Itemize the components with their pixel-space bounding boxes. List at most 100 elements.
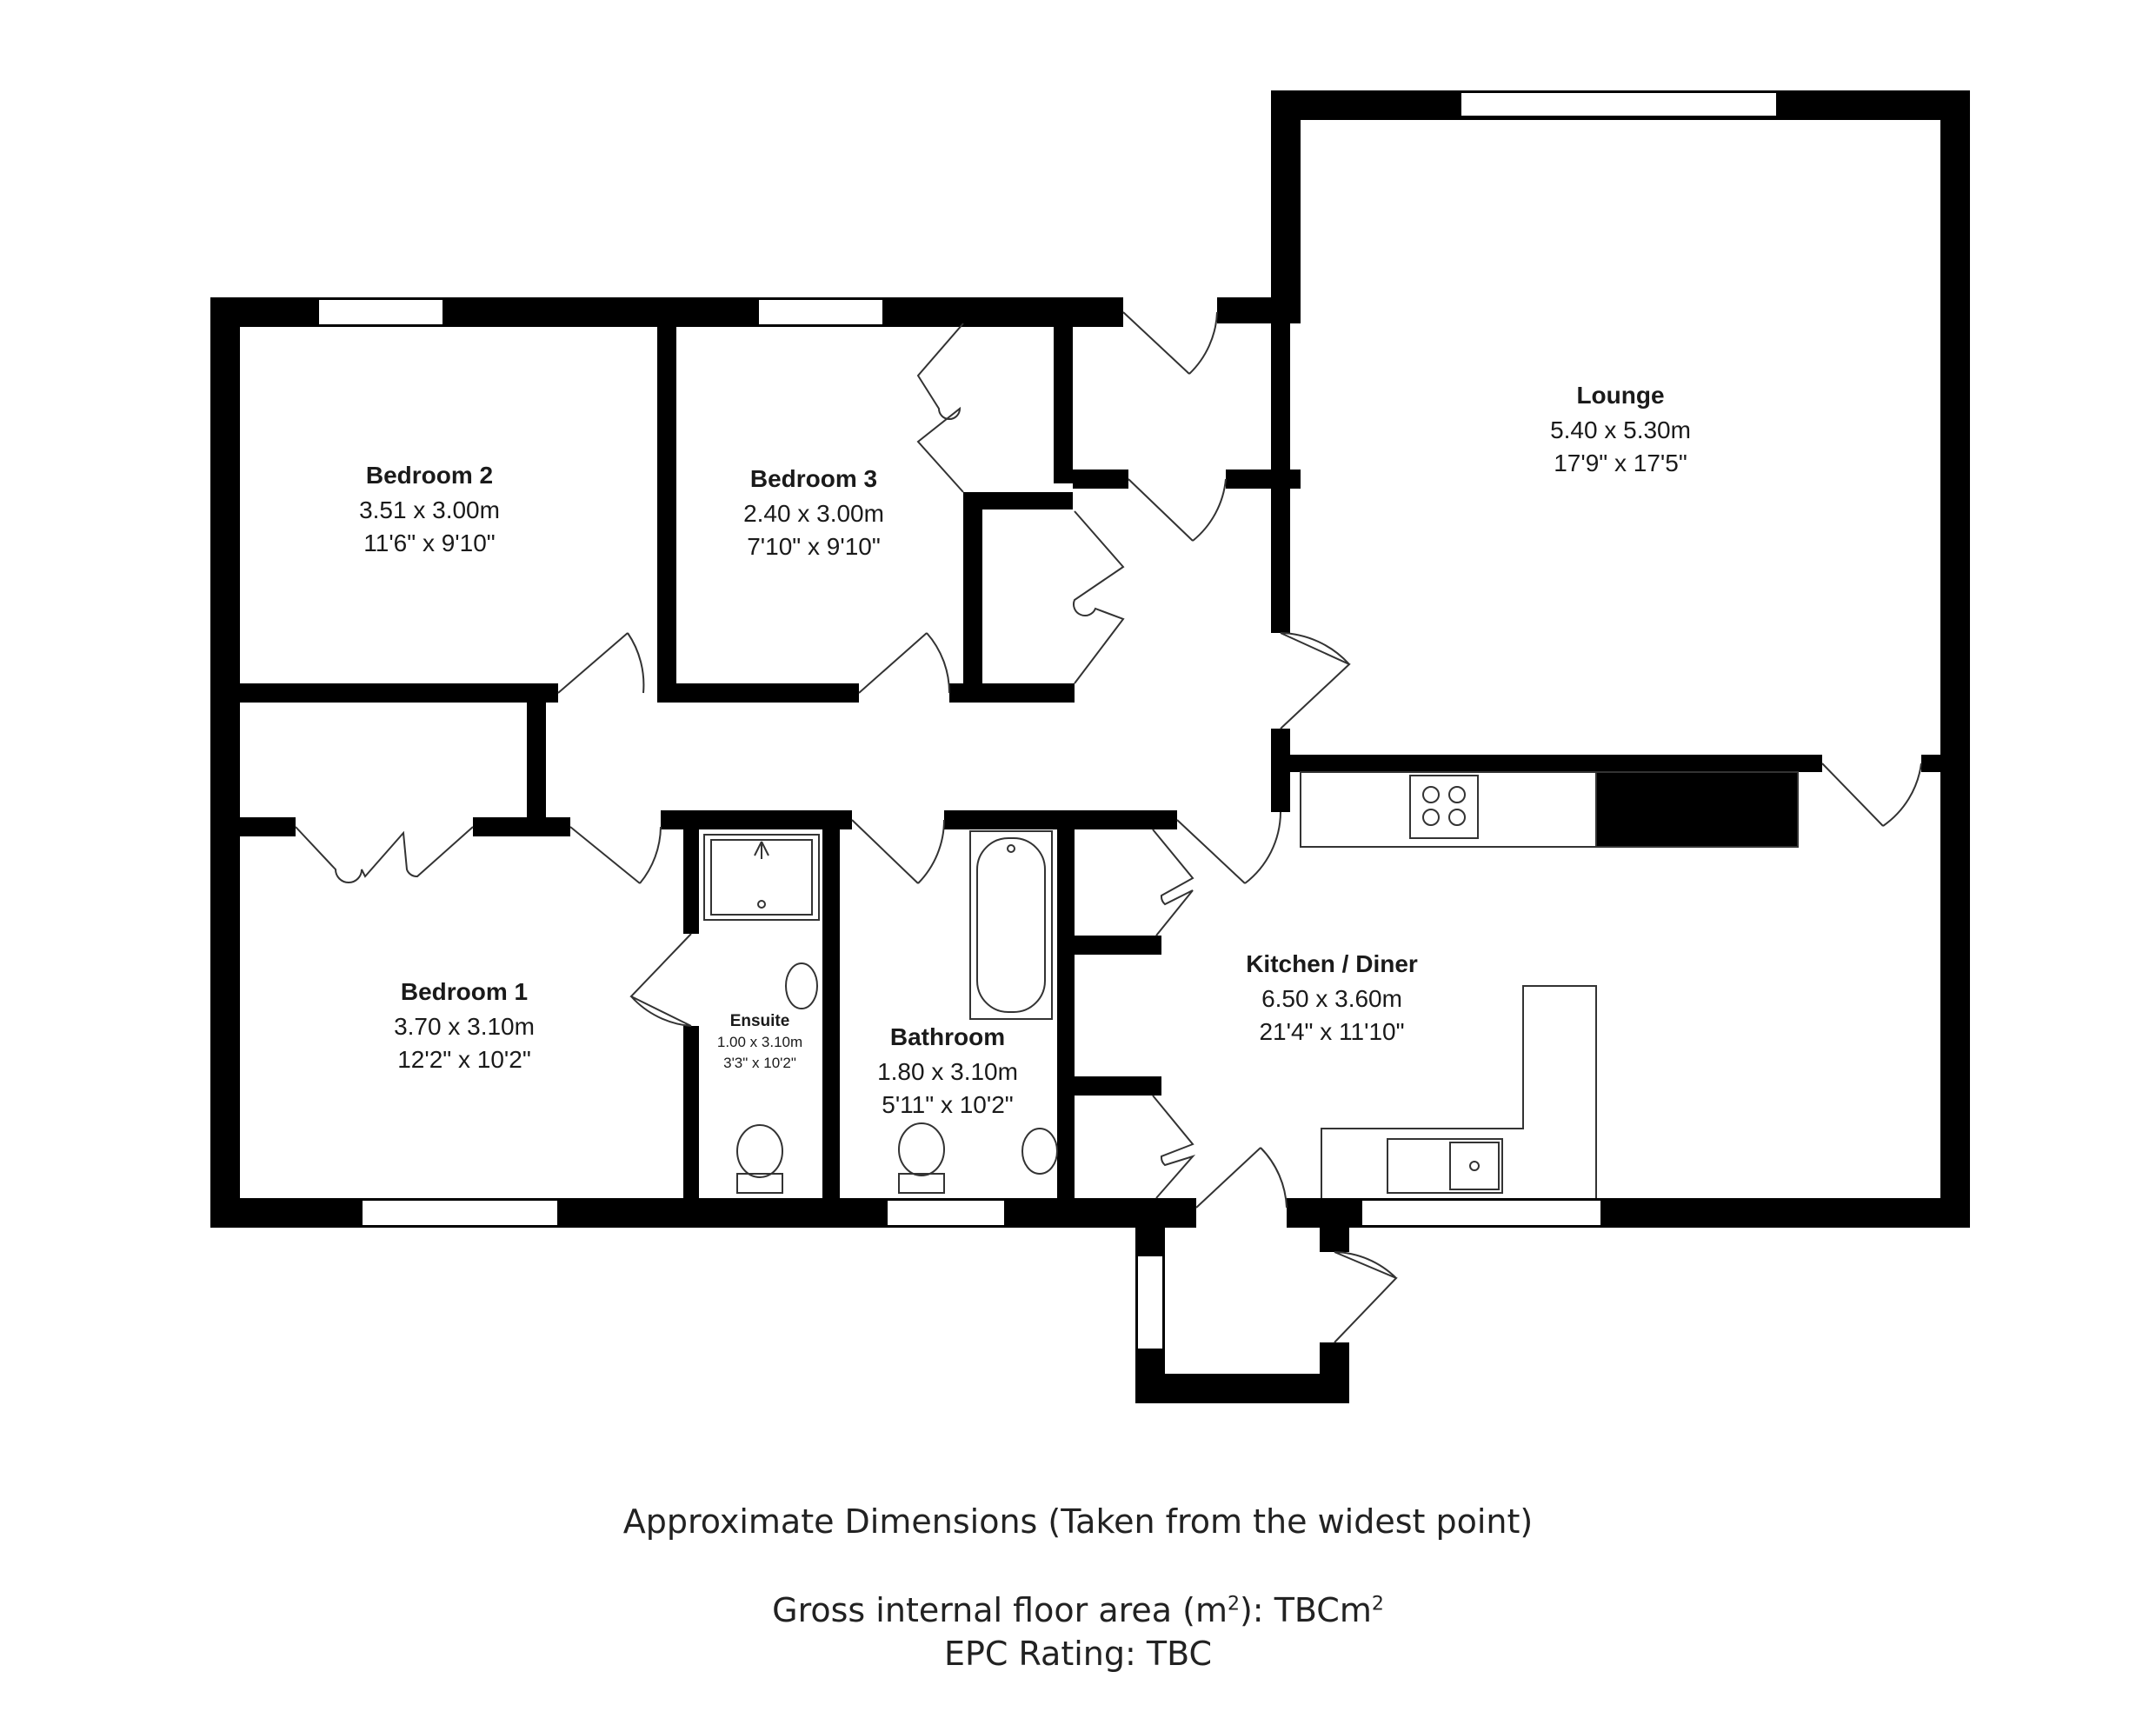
window <box>361 1199 559 1227</box>
basin-icon <box>785 962 818 1009</box>
sink-icon <box>1387 1138 1503 1194</box>
wall <box>1075 1076 1161 1096</box>
wardrobe-door <box>1152 1095 1196 1199</box>
bath-icon <box>969 830 1053 1020</box>
windows <box>317 91 1778 1350</box>
wall <box>657 683 859 703</box>
wall <box>1135 1374 1349 1403</box>
wall <box>963 496 982 694</box>
wall <box>210 297 240 1228</box>
window <box>886 1199 1006 1227</box>
wall <box>473 817 570 836</box>
doors <box>295 311 1922 1343</box>
door <box>1176 811 1281 884</box>
bathroom-imperial: 5'11" x 10'2" <box>882 1091 1013 1118</box>
floor-area-label: Gross internal floor area (m <box>772 1591 1228 1629</box>
wall <box>1271 729 1290 812</box>
kitchen-imperial: 21'4" x 11'10" <box>1259 1018 1404 1045</box>
window <box>1136 1255 1164 1350</box>
wall <box>683 1026 699 1200</box>
wardrobe-door <box>1152 829 1194 936</box>
door <box>1821 763 1922 827</box>
wall <box>1921 755 1970 772</box>
door <box>629 933 692 1027</box>
bedroom2-metric: 3.51 x 3.00m <box>359 496 500 523</box>
wall <box>963 492 1073 510</box>
wall <box>210 1198 1196 1228</box>
hob-ring <box>1448 809 1466 826</box>
fixtures <box>703 771 1799 1198</box>
dark-unit <box>1595 771 1799 848</box>
sink-drain <box>1469 1161 1480 1171</box>
toilet-icon <box>736 1124 783 1178</box>
wall <box>657 297 676 694</box>
epc-rating: EPC Rating: TBC <box>943 1635 1213 1673</box>
wall <box>1073 470 1128 489</box>
lounge-imperial: 17'9" x 17'5" <box>1554 450 1687 476</box>
wall <box>1271 299 1290 633</box>
window <box>757 298 884 326</box>
window <box>317 298 444 326</box>
floor-area-value: ): TBCm <box>1239 1591 1372 1629</box>
wall <box>210 817 296 836</box>
wall <box>1940 90 1970 1228</box>
door <box>1128 478 1227 542</box>
floor-area: Gross internal floor area (m2): TBCm2 <box>0 1591 2156 1629</box>
wall <box>210 683 558 703</box>
lounge-metric: 5.40 x 5.30m <box>1550 416 1691 443</box>
dimensions-note: Approximate Dimensions (Taken from the w… <box>622 1502 1534 1541</box>
shower-drain <box>757 900 766 909</box>
sink-bowl <box>1449 1142 1500 1190</box>
bedroom3-name: Bedroom 3 <box>750 465 877 492</box>
bedroom1-name: Bedroom 1 <box>401 978 528 1005</box>
hob-ring <box>1422 786 1440 803</box>
wall <box>683 829 699 934</box>
floor-area-unit-sup: 2 <box>1371 1593 1384 1615</box>
worktop <box>1321 985 1597 1198</box>
wardrobe-door <box>295 826 474 883</box>
door <box>851 819 945 884</box>
shower-head <box>754 841 769 859</box>
door <box>557 632 645 694</box>
bath-inner <box>976 837 1046 1013</box>
door <box>1334 1251 1398 1343</box>
bedroom2-name: Bedroom 2 <box>366 462 493 489</box>
window <box>1361 1199 1602 1227</box>
door <box>1122 311 1218 375</box>
room-labels: Lounge 5.40 x 5.30m 17'9" x 17'5" Bedroo… <box>359 382 1691 1118</box>
bedroom3-metric: 2.40 x 3.00m <box>743 500 884 527</box>
door <box>1195 1147 1288 1209</box>
kitchen-metric: 6.50 x 3.60m <box>1261 985 1402 1012</box>
toilet-cistern <box>736 1173 783 1194</box>
wall <box>1271 90 1301 299</box>
ensuite-metric: 1.00 x 3.10m <box>717 1034 802 1050</box>
wall <box>661 810 852 829</box>
wall <box>1320 1217 1349 1252</box>
shower-icon <box>703 834 820 921</box>
wall <box>527 703 546 817</box>
shower-tray <box>710 839 813 916</box>
toilet-cistern <box>898 1173 945 1194</box>
ensuite-name: Ensuite <box>730 1012 790 1030</box>
window <box>1460 91 1778 117</box>
bath-drain <box>1007 844 1015 853</box>
lounge-name: Lounge <box>1576 382 1664 409</box>
bedroom3-imperial: 7'10" x 9'10" <box>747 533 881 560</box>
door <box>1280 632 1351 729</box>
wall <box>1054 297 1073 483</box>
bedroom1-metric: 3.70 x 3.10m <box>394 1013 535 1040</box>
wall <box>1075 936 1161 955</box>
hob-ring <box>1422 809 1440 826</box>
wardrobe-door <box>916 323 964 493</box>
ensuite-imperial: 3'3" x 10'2" <box>723 1055 796 1071</box>
hob-ring <box>1448 786 1466 803</box>
toilet-icon <box>898 1122 945 1176</box>
bedroom2-imperial: 11'6" x 9'10" <box>363 529 495 556</box>
floor-area-sup: 2 <box>1227 1593 1240 1615</box>
basin-icon <box>1021 1128 1058 1175</box>
bathroom-name: Bathroom <box>890 1023 1005 1050</box>
wall <box>944 810 1177 829</box>
hob-icon <box>1409 775 1479 839</box>
door <box>858 632 951 694</box>
